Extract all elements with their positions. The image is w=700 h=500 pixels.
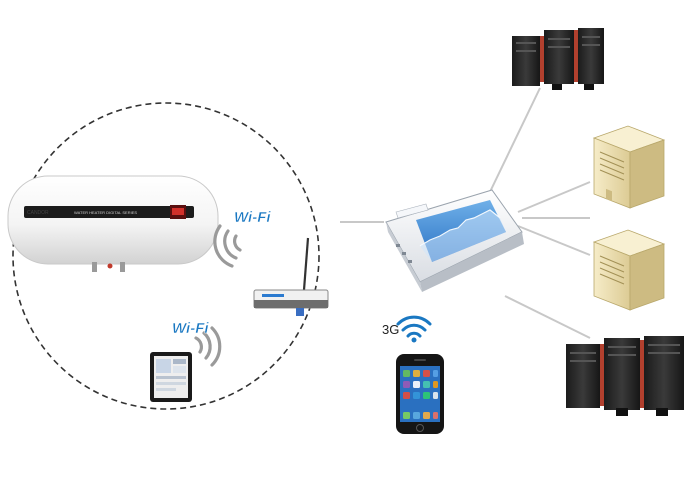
smartphone-icon xyxy=(396,354,444,434)
cellular-waves-icon xyxy=(398,317,430,336)
wifi-label-heater: Wi-Fi xyxy=(234,209,271,226)
server-rack-icon xyxy=(512,28,604,90)
connector-line-server-5 xyxy=(505,296,590,338)
wifi-label-tablet: Wi-Fi xyxy=(172,320,209,337)
tower-server-icon xyxy=(594,230,664,310)
connector-line-server-2 xyxy=(518,182,590,212)
water-heater-model: WATER HEATER DIGITAL SERIES xyxy=(74,210,137,215)
water-heater-brand: CANDOR xyxy=(27,210,49,216)
server-rack-icon xyxy=(566,336,684,416)
tower-server-icon xyxy=(594,126,664,208)
water-heater-icon: CANDOR WATER HEATER DIGITAL SERIES xyxy=(8,176,218,272)
cellular-waves-dot xyxy=(412,338,417,343)
tablet-icon xyxy=(150,352,192,402)
gateway-device-icon xyxy=(386,190,524,292)
connector-line-server-1 xyxy=(488,88,540,196)
connector-line-server-4 xyxy=(518,226,590,255)
wifi-waves-icon xyxy=(215,226,240,266)
